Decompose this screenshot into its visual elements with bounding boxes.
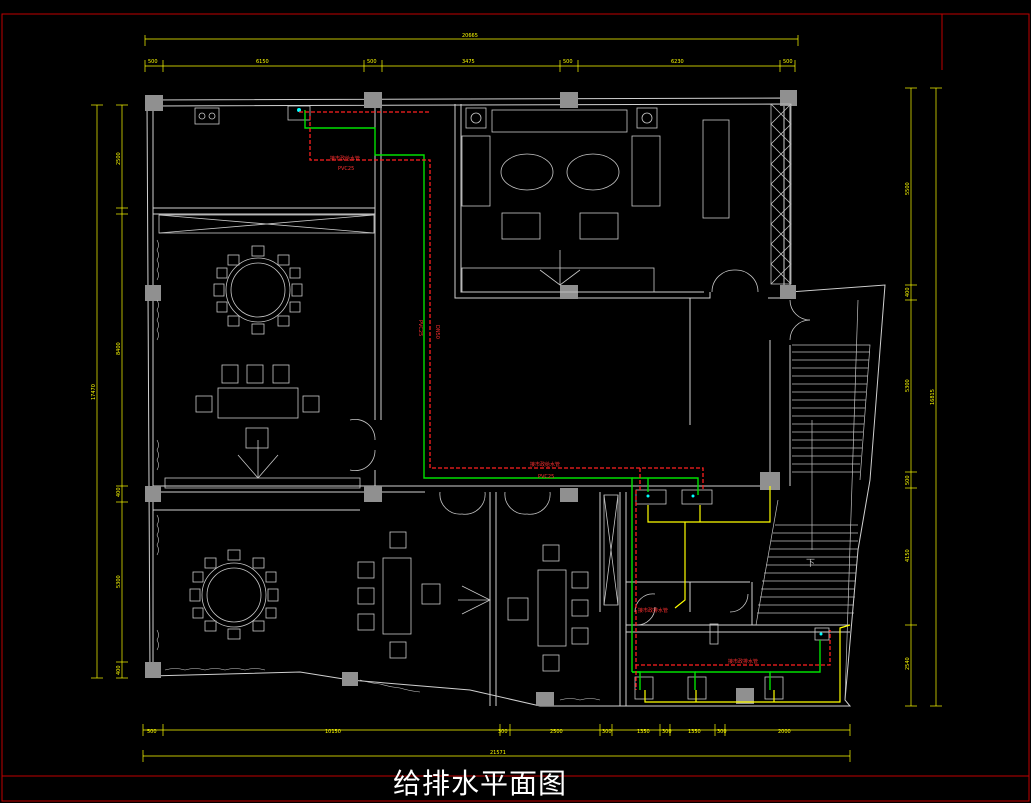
bottom-dimensions (142, 724, 851, 762)
drain-pipes (299, 111, 831, 690)
pipe-label-f: 接市政排水管 (728, 658, 758, 665)
bottom-dim-9: 300 (717, 729, 727, 735)
left-dim-4: 5300 (116, 575, 122, 588)
bottom-dim-10: 2000 (778, 729, 791, 735)
supply-pipes (304, 110, 821, 690)
bottom-dim-1: 500 (147, 729, 157, 735)
columns (145, 90, 797, 706)
left-dim-5: 400 (116, 665, 122, 675)
walls (146, 97, 886, 707)
bottom-dim-6: 1350 (637, 729, 650, 735)
pipe-label-d: PVC25 (417, 320, 423, 336)
top-dim-2: 6150 (256, 59, 269, 65)
curtains (156, 239, 601, 701)
pipe-label-c-sub: PVC25 (538, 474, 554, 480)
pipe-label-a: 接市政给水管 (330, 155, 360, 162)
pipe-label-e: 接市政排水管 (638, 607, 668, 614)
fixture-markers (297, 108, 823, 636)
doors (349, 269, 811, 626)
lattice-screen (770, 103, 792, 285)
right-dim-6: 2540 (905, 657, 911, 670)
stair (755, 299, 871, 701)
drawing-frame (1, 13, 1030, 802)
pipe-label-c: 接市政给水管 (530, 461, 560, 468)
bottom-dim-5: 300 (602, 729, 612, 735)
right-dim-3: 5300 (905, 379, 911, 392)
pipe-label-b: DN50 (434, 325, 440, 339)
right-dim-1: 5500 (905, 182, 911, 195)
dining-room-1-furniture (158, 214, 375, 489)
top-dim-3: 500 (367, 59, 377, 65)
top-dim-1: 500 (148, 59, 158, 65)
bottom-overall-dim: 21571 (490, 750, 506, 756)
drawing-title: 给排水平面图 (392, 767, 567, 800)
left-dimensions (91, 104, 128, 679)
drain-branches (644, 486, 851, 703)
bottom-dim-4: 2500 (550, 729, 563, 735)
right-overall-dim: 16815 (930, 389, 936, 405)
bottom-dim-7: 300 (662, 729, 672, 735)
top-dim-7: 500 (783, 59, 793, 65)
top-dimensions (144, 35, 799, 72)
left-dim-2: 8400 (116, 342, 122, 355)
left-dim-1: 2500 (116, 152, 122, 165)
right-dim-5: 4150 (905, 549, 911, 562)
bottom-dim-2: 10150 (325, 729, 341, 735)
top-dim-6: 6230 (671, 59, 684, 65)
left-overall-dim: 17470 (91, 384, 97, 400)
top-dim-4: 3475 (462, 59, 475, 65)
bottom-dim-8: 1350 (688, 729, 701, 735)
lounge-furniture (461, 107, 730, 293)
right-dim-4: 500 (905, 475, 911, 485)
dining-room-2-furniture (189, 494, 619, 672)
top-overall-dim: 20665 (462, 33, 478, 39)
right-dimensions (905, 87, 942, 707)
plumbing-fixtures (194, 105, 830, 700)
stair-down-label: 下 (806, 559, 815, 569)
bottom-dim-3: 300 (498, 729, 508, 735)
left-dim-3: 400 (116, 487, 122, 497)
pipe-label-a-sub: PVC25 (338, 166, 354, 172)
top-dim-5: 500 (563, 59, 573, 65)
right-dim-2: 400 (905, 287, 911, 297)
